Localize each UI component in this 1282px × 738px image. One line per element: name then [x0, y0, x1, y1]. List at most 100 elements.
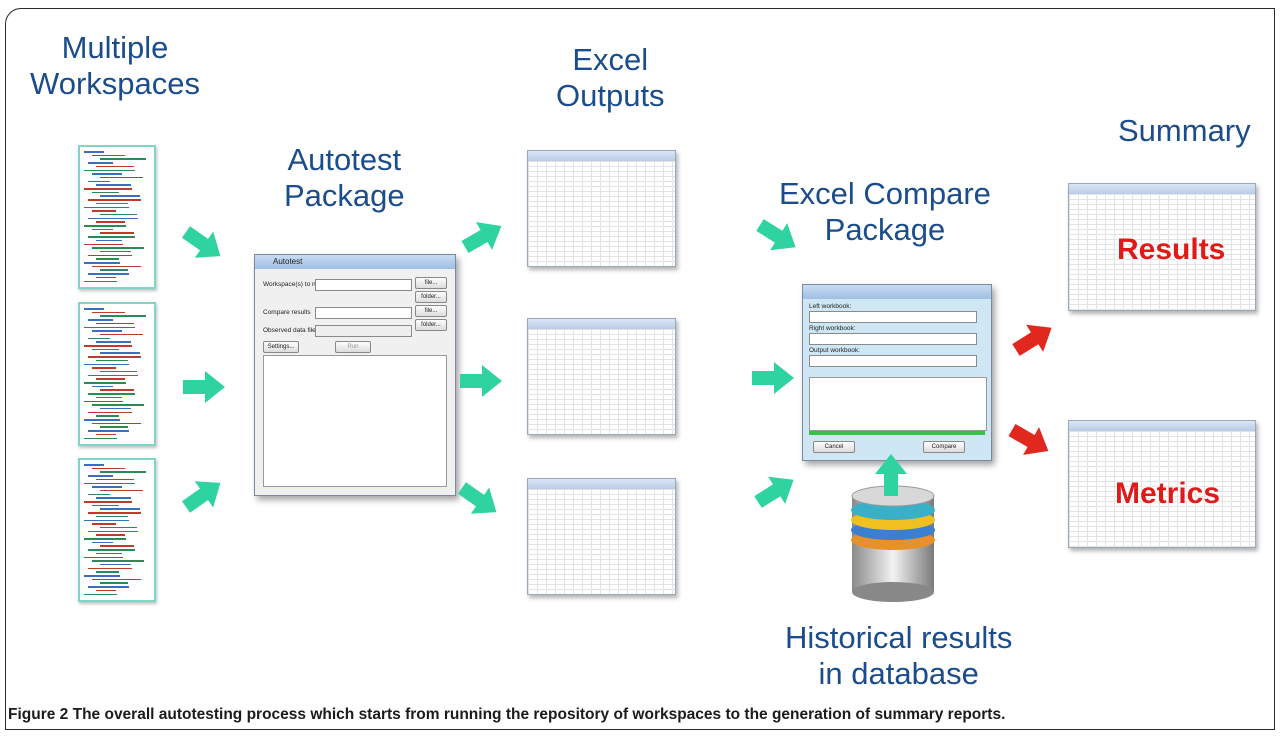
- compare-results-input[interactable]: [315, 307, 412, 319]
- autotest-label: Autotest Package: [284, 142, 405, 214]
- file-button[interactable]: file...: [415, 277, 447, 289]
- left-workbook-input[interactable]: [809, 311, 977, 323]
- compare-button[interactable]: Compare: [923, 441, 965, 453]
- autotest-label-line2: Package: [284, 178, 405, 213]
- xml-line: [100, 195, 140, 197]
- xml-line: [92, 486, 122, 488]
- right-workbook-input[interactable]: [809, 333, 977, 345]
- xml-line: [88, 273, 129, 275]
- excel-output-sheet-3: [527, 478, 676, 595]
- xml-line: [96, 202, 128, 205]
- compare-log-area: [809, 377, 987, 431]
- xml-line: [92, 467, 125, 470]
- xml-line: [84, 280, 117, 282]
- figure-frame: [5, 8, 1275, 730]
- xml-line: [100, 315, 146, 317]
- xml-line: [84, 363, 129, 365]
- excel-output-sheet-2: [527, 318, 676, 435]
- autotest-label-line1: Autotest: [287, 142, 402, 177]
- xml-line: [100, 269, 128, 271]
- xml-line: [96, 258, 119, 260]
- compare-window: Left workbook: Right workbook: Output wo…: [802, 284, 992, 461]
- figure-caption: Figure 2 The overall autotesting process…: [8, 706, 1005, 724]
- xml-line: [88, 430, 129, 432]
- workspace-document-1: [78, 145, 156, 289]
- excel-grid: [528, 329, 675, 434]
- xml-line: [100, 545, 134, 547]
- xml-line: [88, 530, 138, 533]
- cancel-button[interactable]: Cancel: [813, 441, 855, 453]
- xml-line: [92, 210, 116, 212]
- xml-line: [96, 165, 134, 168]
- xml-line: [88, 356, 141, 358]
- xml-line: [92, 578, 141, 581]
- excel-ribbon: [528, 479, 675, 489]
- figure-caption-text: The overall autotesting process which st…: [72, 706, 1006, 723]
- compare-file-button[interactable]: file...: [415, 305, 447, 317]
- xml-line: [96, 341, 131, 343]
- autotest-window: Autotest Workspace(s) to run: file... fo…: [254, 254, 456, 496]
- xml-line: [92, 191, 119, 194]
- xml-line: [84, 419, 120, 421]
- observed-data-input[interactable]: [315, 325, 412, 337]
- compare-folder-button[interactable]: folder...: [415, 319, 447, 331]
- xml-line: [92, 541, 113, 544]
- xml-line: [100, 333, 143, 336]
- workspace-to-run-label: Workspace(s) to run:: [263, 281, 324, 288]
- xml-line: [88, 236, 135, 238]
- xml-line: [84, 206, 129, 208]
- xml-line: [96, 378, 125, 380]
- xml-line: [84, 519, 129, 521]
- xml-line: [96, 322, 134, 325]
- xml-line: [84, 538, 126, 540]
- xml-line: [88, 411, 132, 414]
- xml-line: [88, 199, 141, 201]
- xml-line: [100, 176, 143, 179]
- summary-results-sheet: [1068, 183, 1256, 311]
- summary-label: Summary: [1118, 113, 1251, 149]
- metrics-text: Metrics: [1115, 477, 1221, 510]
- xml-line: [96, 534, 125, 536]
- xml-line: [92, 385, 113, 388]
- compare-results-label: Compare results: [263, 309, 311, 316]
- xml-line: [84, 326, 135, 328]
- xml-line: [100, 250, 131, 253]
- xml-line: [84, 169, 135, 171]
- output-workbook-input[interactable]: [809, 355, 977, 367]
- xml-line: [96, 515, 128, 518]
- compare-label-line2: Package: [824, 212, 946, 247]
- run-button[interactable]: Run: [335, 341, 371, 353]
- workspaces-label-line1: Multiple: [61, 30, 169, 65]
- folder-button[interactable]: folder...: [415, 291, 447, 303]
- output-workbook-label: Output workbook:: [809, 347, 860, 354]
- workspaces-label-line2: Workspaces: [30, 66, 200, 101]
- excel-ribbon: [528, 151, 675, 161]
- history-label-line1: Historical results: [785, 620, 1013, 655]
- workspace-document-2: [78, 302, 156, 446]
- xml-line: [96, 276, 116, 279]
- excel-grid: [528, 489, 675, 594]
- xml-line: [92, 330, 122, 332]
- workspace-to-run-input[interactable]: [315, 279, 412, 291]
- xml-line: [84, 575, 120, 577]
- settings-button[interactable]: Settings...: [263, 341, 299, 353]
- history-label-line2: in database: [818, 656, 979, 691]
- xml-line: [88, 217, 138, 220]
- xml-line: [100, 232, 134, 234]
- xml-line: [84, 593, 117, 595]
- excel-output-sheet-1: [527, 150, 676, 267]
- excel-ribbon: [528, 319, 675, 329]
- autotest-titlebar: [255, 255, 455, 269]
- compare-label: Excel Compare Package: [779, 176, 991, 248]
- xml-line: [88, 475, 113, 477]
- xml-line: [84, 464, 104, 466]
- summary-label-line1: Summary: [1118, 113, 1251, 148]
- xml-line: [92, 560, 144, 562]
- xml-line: [100, 489, 143, 492]
- xml-line: [84, 556, 123, 558]
- xml-line: [92, 228, 113, 231]
- excel-ribbon: [1069, 184, 1255, 194]
- xml-line: [92, 311, 125, 314]
- xml-line: [88, 319, 113, 321]
- excel-grid: [1069, 431, 1255, 547]
